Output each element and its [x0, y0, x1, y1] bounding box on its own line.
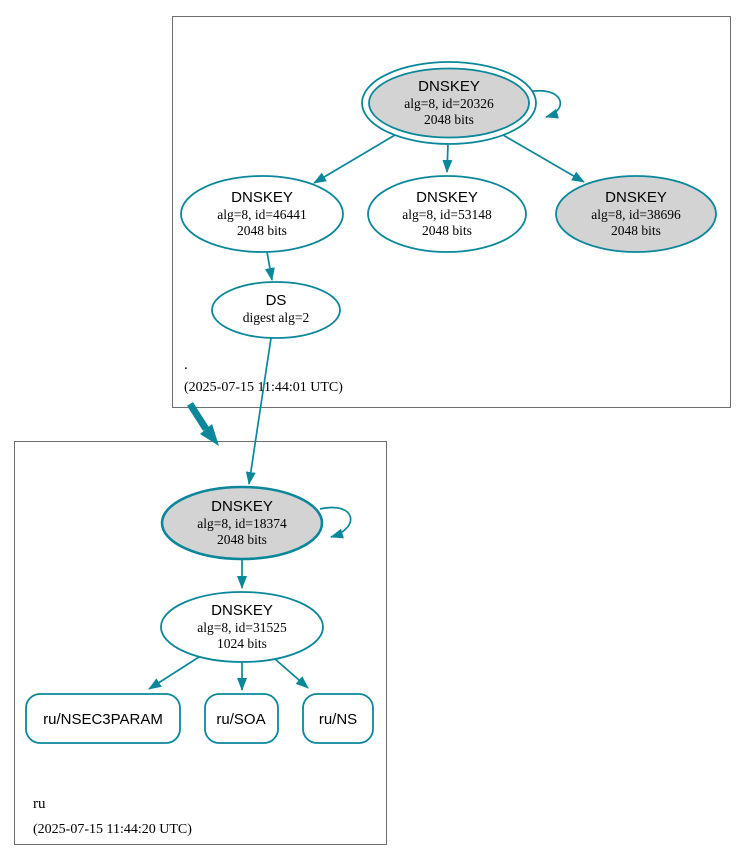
edge-46441-to-ds	[264, 251, 275, 281]
rrset-label: ru/NS	[319, 711, 357, 728]
node-bits: 2048 bits	[217, 532, 267, 547]
node-bits: 2048 bits	[611, 223, 661, 238]
node-rrset-soa[interactable]: ru/SOA	[204, 693, 279, 744]
node-detail: alg=8, id=53148	[402, 207, 492, 222]
node-dnskey-38696[interactable]: DNSKEY alg=8, id=38696 2048 bits	[555, 175, 717, 253]
zone-timestamp-ru: (2025-07-15 11:44:20 UTC)	[33, 822, 192, 837]
node-bits: 2048 bits	[424, 112, 474, 127]
node-detail: alg=8, id=18374	[197, 516, 287, 531]
node-title: DNSKEY	[211, 498, 273, 515]
rrset-label: ru/SOA	[216, 711, 265, 728]
node-dnskey-18374[interactable]: DNSKEY alg=8, id=18374 2048 bits	[160, 485, 324, 561]
node-detail: alg=8, id=46441	[217, 207, 306, 222]
node-title: DNSKEY	[418, 78, 480, 95]
node-dnskey-20326[interactable]: DNSKEY alg=8, id=20326 2048 bits	[361, 61, 537, 145]
node-detail: digest alg=2	[243, 310, 309, 325]
edge-ru-ksk-self-loop	[319, 506, 352, 539]
node-rrset-ns[interactable]: ru/NS	[302, 693, 374, 744]
node-dnskey-31525[interactable]: DNSKEY alg=8, id=31525 1024 bits	[160, 591, 324, 663]
edge-ru-zsk-to-nsec3param	[148, 656, 200, 690]
node-title: DNSKEY	[231, 189, 293, 206]
node-detail: alg=8, id=20326	[404, 96, 494, 111]
node-title: DNSKEY	[605, 189, 667, 206]
node-dnskey-46441[interactable]: DNSKEY alg=8, id=46441 2048 bits	[180, 175, 344, 253]
edge-root-ksk-to-38696	[502, 134, 585, 183]
edges	[148, 89, 585, 691]
node-detail: alg=8, id=38696	[591, 207, 681, 222]
node-rrset-nsec3param[interactable]: ru/NSEC3PARAM	[25, 693, 181, 744]
node-detail: alg=8, id=31525	[197, 620, 287, 635]
node-title: DNSKEY	[211, 602, 273, 619]
node-dnskey-53148[interactable]: DNSKEY alg=8, id=53148 2048 bits	[367, 175, 527, 253]
rrset-label: ru/NSEC3PARAM	[43, 711, 163, 728]
edge-root-ksk-to-53148	[442, 143, 453, 173]
node-bits: 2048 bits	[422, 223, 472, 238]
edge-root-ksk-self-loop	[526, 89, 562, 119]
node-title: DNSKEY	[416, 189, 478, 206]
delegation-arrow-secure	[187, 402, 219, 446]
zone-label-ru: ru	[33, 796, 46, 812]
node-title: DS	[266, 292, 287, 309]
edge-ds-to-ru-ksk	[245, 337, 272, 485]
zone-label-root: .	[184, 357, 188, 373]
zone-box-ru	[14, 441, 387, 845]
node-bits: 1024 bits	[217, 636, 267, 651]
edge-ru-zsk-to-ns	[274, 658, 309, 689]
zone-box-root	[172, 16, 731, 408]
node-bits: 2048 bits	[237, 223, 287, 238]
node-ds[interactable]: DS digest alg=2	[211, 281, 341, 339]
edge-root-ksk-to-46441	[313, 134, 396, 184]
zone-timestamp-root: (2025-07-15 11:44:01 UTC)	[184, 380, 343, 395]
